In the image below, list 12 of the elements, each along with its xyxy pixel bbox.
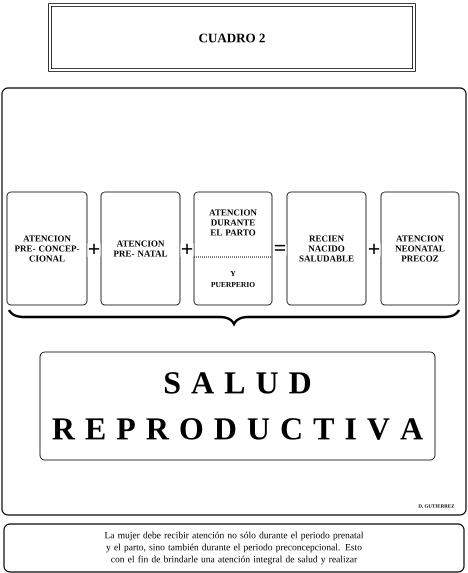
caption-box: La mujer debe recibir atención no sólo durante el periodo prenatal y el parto, sino también durante el periodo preconcepcional. Esto con el fin de brindarle una atención integral de salud y realizar [3,523,465,573]
stage-box: ATENCION PRE- NATAL [100,192,180,306]
operator-sign: + [367,243,381,257]
operator-sign: = [273,244,287,256]
operator-sign: + [180,243,194,257]
panel-background [1,87,467,516]
stage-box: ATENCION NEONATAL PRECOZ [380,192,460,306]
operator-sign: + [87,243,101,257]
stage-box: ATENCION PRE- CONCEP- CIONAL [6,192,88,306]
stage-box: RECIEN NACIDO SALUDABLE [286,192,366,306]
title-box: CUADRO 2 [48,3,416,72]
result-box: S A L U D R E P R O D U C T I V A [40,352,436,460]
